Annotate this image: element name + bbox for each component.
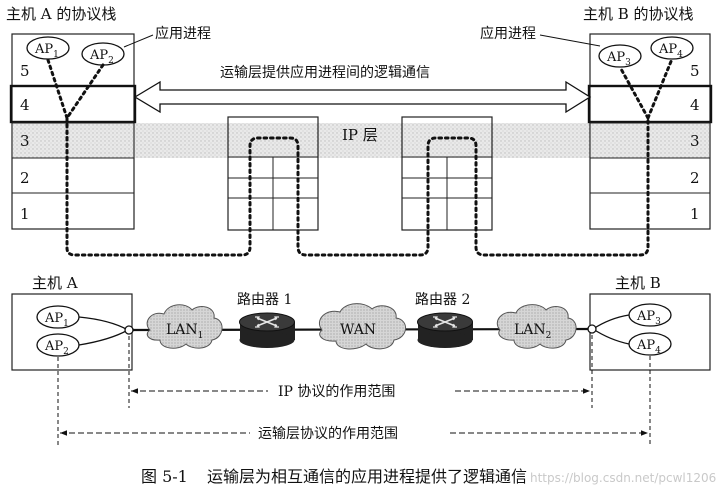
ap-oval <box>598 44 642 68</box>
host-a-stack-title: 主机 A 的协议栈 <box>6 5 116 23</box>
host-a-port <box>124 325 134 335</box>
ip-scope-label: IP 协议的作用范围 <box>278 383 395 400</box>
lan-2-label: LAN2 <box>514 322 551 341</box>
lan-1-cloud <box>146 304 223 349</box>
host-b-stack-title: 主机 B 的协议栈 <box>583 5 694 23</box>
app-process-label-right: 应用进程 <box>480 25 536 42</box>
caption-number: 图 5-1 <box>141 467 188 486</box>
ap-label: AP2 <box>89 48 114 66</box>
router-1-icon <box>239 312 295 348</box>
host-a-layer-2: 2 <box>20 169 30 187</box>
host-b-port <box>587 324 597 334</box>
watermark: https://blog.csdn.net/pcwl1206 <box>530 471 716 485</box>
host-a-layer-1: 1 <box>20 205 30 223</box>
ip-layer-band <box>135 123 590 158</box>
ap-oval <box>650 36 694 60</box>
ip-layer-label: IP 层 <box>342 126 378 144</box>
scope-guides <box>57 335 651 446</box>
app-process-pointer-right <box>539 34 601 47</box>
host-a-stack <box>9 33 137 230</box>
transport-comm-label: 运输层提供应用进程间的逻辑通信 <box>220 64 430 81</box>
lan-2-cloud <box>496 304 577 349</box>
logical-comm-double-arrow <box>133 80 592 114</box>
host-b-layer-1: 1 <box>690 205 700 223</box>
wan-label: WAN <box>340 322 376 338</box>
host-b-layer-4: 4 <box>690 96 700 114</box>
host-a-layer-4: 4 <box>20 96 30 114</box>
ap-label: AP3 <box>606 50 631 68</box>
host-b-label: 主机 B <box>615 274 661 292</box>
ap-label: AP4 <box>658 42 683 60</box>
data-path-dotted <box>46 57 674 257</box>
host-a-layer-5: 5 <box>20 62 30 80</box>
ap-label: AP3 <box>636 309 661 327</box>
transport-scope-label: 运输层协议的作用范围 <box>258 425 398 442</box>
ap-label: AP2 <box>44 339 69 357</box>
router-2-icon <box>417 312 473 348</box>
ap-label: AP1 <box>44 311 69 329</box>
app-process-label-left: 应用进程 <box>155 25 211 42</box>
host-a-label: 主机 A <box>32 274 78 292</box>
ap-label: AP1 <box>34 42 59 60</box>
host-b-layer-5: 5 <box>690 62 700 80</box>
host-a-layer-3: 3 <box>20 132 30 150</box>
ap-label: AP4 <box>636 338 661 356</box>
wan-cloud <box>318 303 406 350</box>
router-1-stack <box>227 116 319 231</box>
router-2-label: 路由器 2 <box>415 292 470 308</box>
caption-text: 运输层为相互通信的应用进程提供了逻辑通信 <box>207 467 527 486</box>
host-b-stack <box>587 33 713 230</box>
host-b-layer-2: 2 <box>690 169 700 187</box>
lan-1-label: LAN1 <box>166 322 203 341</box>
app-process-pointer-left <box>123 34 154 48</box>
host-b-layer-3: 3 <box>690 132 700 150</box>
host-a-box <box>11 293 133 371</box>
router-1-label: 路由器 1 <box>237 292 292 308</box>
